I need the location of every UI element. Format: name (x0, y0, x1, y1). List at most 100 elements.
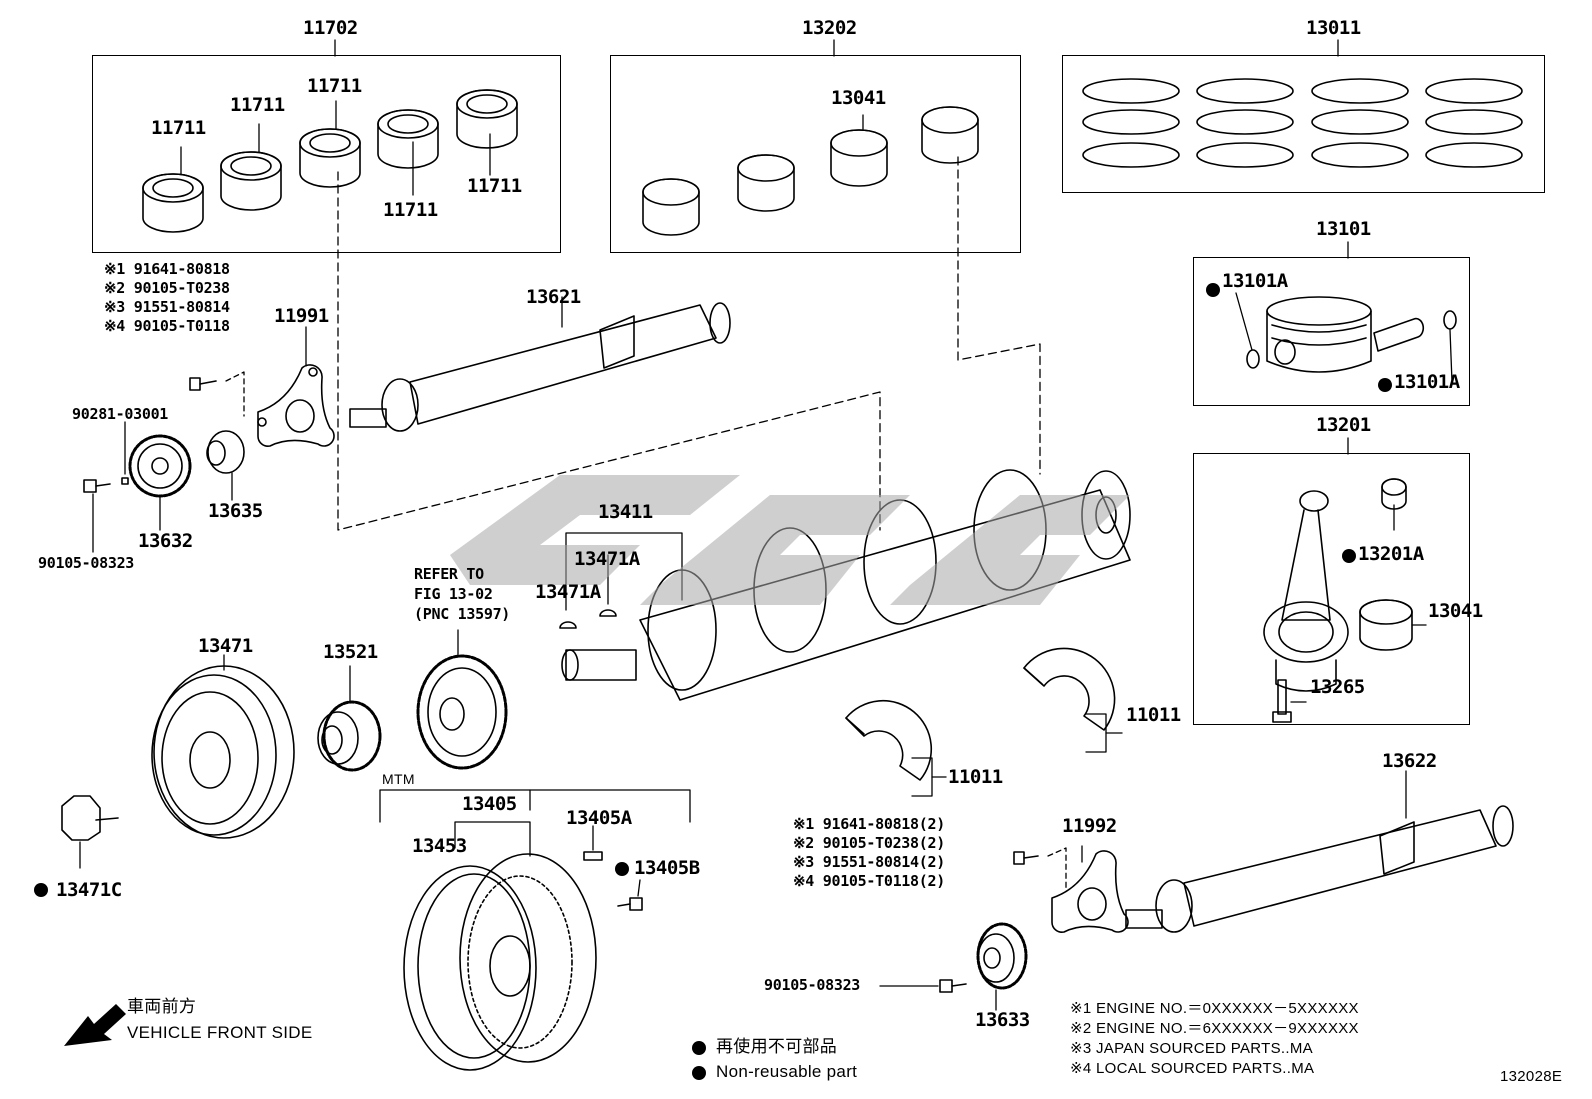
piston-ring-set-1[interactable] (1082, 78, 1180, 168)
bearing-11711-5[interactable] (456, 89, 518, 149)
label-13635: 13635 (208, 500, 263, 522)
timing-gear-13597[interactable] (416, 654, 508, 770)
label-group-13011: 13011 (1306, 17, 1361, 39)
label-refer-line3: (PNC 13597) (414, 605, 511, 623)
label-refer-line1: REFER TO (414, 565, 484, 583)
non-reusable-dot (692, 1041, 706, 1055)
label-13405: 13405 (462, 793, 517, 815)
small-end-bushing[interactable] (1381, 478, 1407, 510)
label-13632: 13632 (138, 530, 193, 552)
non-reusable-dot (1206, 283, 1220, 297)
label-13405B: 13405B (634, 857, 700, 879)
snap-ring-left[interactable] (1246, 349, 1260, 369)
note-left-2: ※2 90105-T0238 (104, 279, 230, 297)
spacer-13635[interactable] (206, 430, 245, 474)
label-13101A: 13101A (1394, 371, 1460, 393)
bearing-11711-2[interactable] (220, 151, 282, 211)
label-11711: 11711 (307, 75, 362, 97)
rod-bearing-4[interactable] (921, 106, 979, 164)
bearing-11711-1[interactable] (142, 173, 204, 233)
label-group-13201: 13201 (1316, 414, 1371, 436)
drive-plate-13405[interactable] (459, 853, 597, 1063)
rod-bearing-13041[interactable] (1359, 599, 1413, 651)
bolt-90105-left[interactable] (83, 479, 111, 493)
legend-jp: 再使用不可部品 (716, 1037, 838, 1056)
label-13201A: 13201A (1358, 543, 1424, 565)
pulley-bolt-13471C[interactable] (61, 795, 119, 841)
piston-pin[interactable] (1373, 317, 1425, 352)
footnote-2: ※2 ENGINE NO.＝6XXXXXX－9XXXXXX (1070, 1020, 1359, 1037)
label-11711: 11711 (151, 117, 206, 139)
bolt-upper-left[interactable] (189, 377, 217, 391)
oil-pump-drive-plate-11992[interactable] (1051, 850, 1129, 933)
note-left-4: ※4 90105-T0118 (104, 317, 230, 335)
label-13471C: 13471C (56, 879, 122, 901)
pin-90281[interactable] (121, 477, 129, 485)
gear-13632[interactable] (128, 434, 192, 498)
note-right-3: ※3 91551-80814(2) (793, 853, 945, 871)
bolt-90105-right[interactable] (939, 979, 967, 993)
front-side-en: VEHICLE FRONT SIDE (127, 1023, 313, 1042)
figure-id: 132028E (1500, 1068, 1563, 1085)
footnote-4: ※4 LOCAL SOURCED PARTS..MA (1070, 1060, 1315, 1077)
front-side-jp: 車両前方 (127, 997, 197, 1016)
label-13405A: 13405A (566, 807, 632, 829)
gear-13633[interactable] (976, 922, 1028, 990)
woodruff-key-1[interactable] (559, 621, 577, 629)
piston[interactable] (1266, 296, 1372, 373)
thrust-washer-upper[interactable] (1023, 647, 1116, 731)
crank-pulley-13471[interactable] (151, 665, 295, 839)
non-reusable-dot (615, 862, 629, 876)
label-11711: 11711 (467, 175, 522, 197)
piston-ring-set-3[interactable] (1311, 78, 1409, 168)
bearing-11711-4[interactable] (377, 109, 439, 169)
ring-gear-13453[interactable] (403, 865, 537, 1071)
woodruff-key-2[interactable] (599, 609, 617, 617)
piston-ring-set-2[interactable] (1196, 78, 1294, 168)
group-box-11702 (92, 55, 561, 253)
label-mtm: MTM (382, 771, 415, 787)
label-11711: 11711 (230, 94, 285, 116)
label-90105-08323: 90105-08323 (38, 554, 135, 572)
note-right-1: ※1 91641-80818(2) (793, 815, 945, 833)
oil-pump-drive-plate-11991[interactable] (257, 364, 335, 447)
label-90281-03001: 90281-03001 (72, 405, 169, 423)
pin-13405A[interactable] (583, 851, 603, 861)
non-reusable-dot (1342, 549, 1356, 563)
bearing-11711-3[interactable] (299, 128, 361, 188)
note-right-2: ※2 90105-T0238(2) (793, 834, 945, 852)
bolt-13405B[interactable] (617, 897, 643, 911)
crank-sprocket-13521[interactable] (317, 700, 382, 772)
balance-shaft-13622[interactable] (1125, 805, 1514, 933)
balance-shaft-13621[interactable] (349, 302, 731, 432)
note-right-4: ※4 90105-T0118(2) (793, 872, 945, 890)
piston-ring-set-4[interactable] (1425, 78, 1523, 168)
label-13521: 13521 (323, 641, 378, 663)
footnote-1: ※1 ENGINE NO.＝0XXXXXX－5XXXXXX (1070, 1000, 1359, 1017)
label-13471: 13471 (198, 635, 253, 657)
group-box-13011 (1062, 55, 1545, 193)
label-13471A: 13471A (535, 581, 601, 603)
label-13453: 13453 (412, 835, 467, 857)
group-box-13101 (1193, 257, 1470, 406)
label-13622: 13622 (1382, 750, 1437, 772)
rod-bolt[interactable] (1272, 679, 1292, 723)
label-13633: 13633 (975, 1009, 1030, 1031)
connecting-rod[interactable] (1263, 490, 1349, 692)
thrust-washer-lower[interactable] (845, 700, 933, 781)
label-13265: 13265 (1310, 676, 1365, 698)
label-90105-08323: 90105-08323 (764, 976, 861, 994)
label-13621: 13621 (526, 286, 581, 308)
label-11991: 11991 (274, 305, 329, 327)
snap-ring-right[interactable] (1443, 310, 1457, 330)
rod-bearing-1[interactable] (642, 178, 700, 236)
rod-bearing-2[interactable] (737, 154, 795, 212)
non-reusable-dot (34, 883, 48, 897)
label-group-11702: 11702 (303, 17, 358, 39)
label-13101A: 13101A (1222, 270, 1288, 292)
label-11992: 11992 (1062, 815, 1117, 837)
bolt-upper-right[interactable] (1013, 851, 1039, 865)
rod-bearing-3[interactable] (830, 129, 888, 187)
note-left-1: ※1 91641-80818 (104, 260, 230, 278)
